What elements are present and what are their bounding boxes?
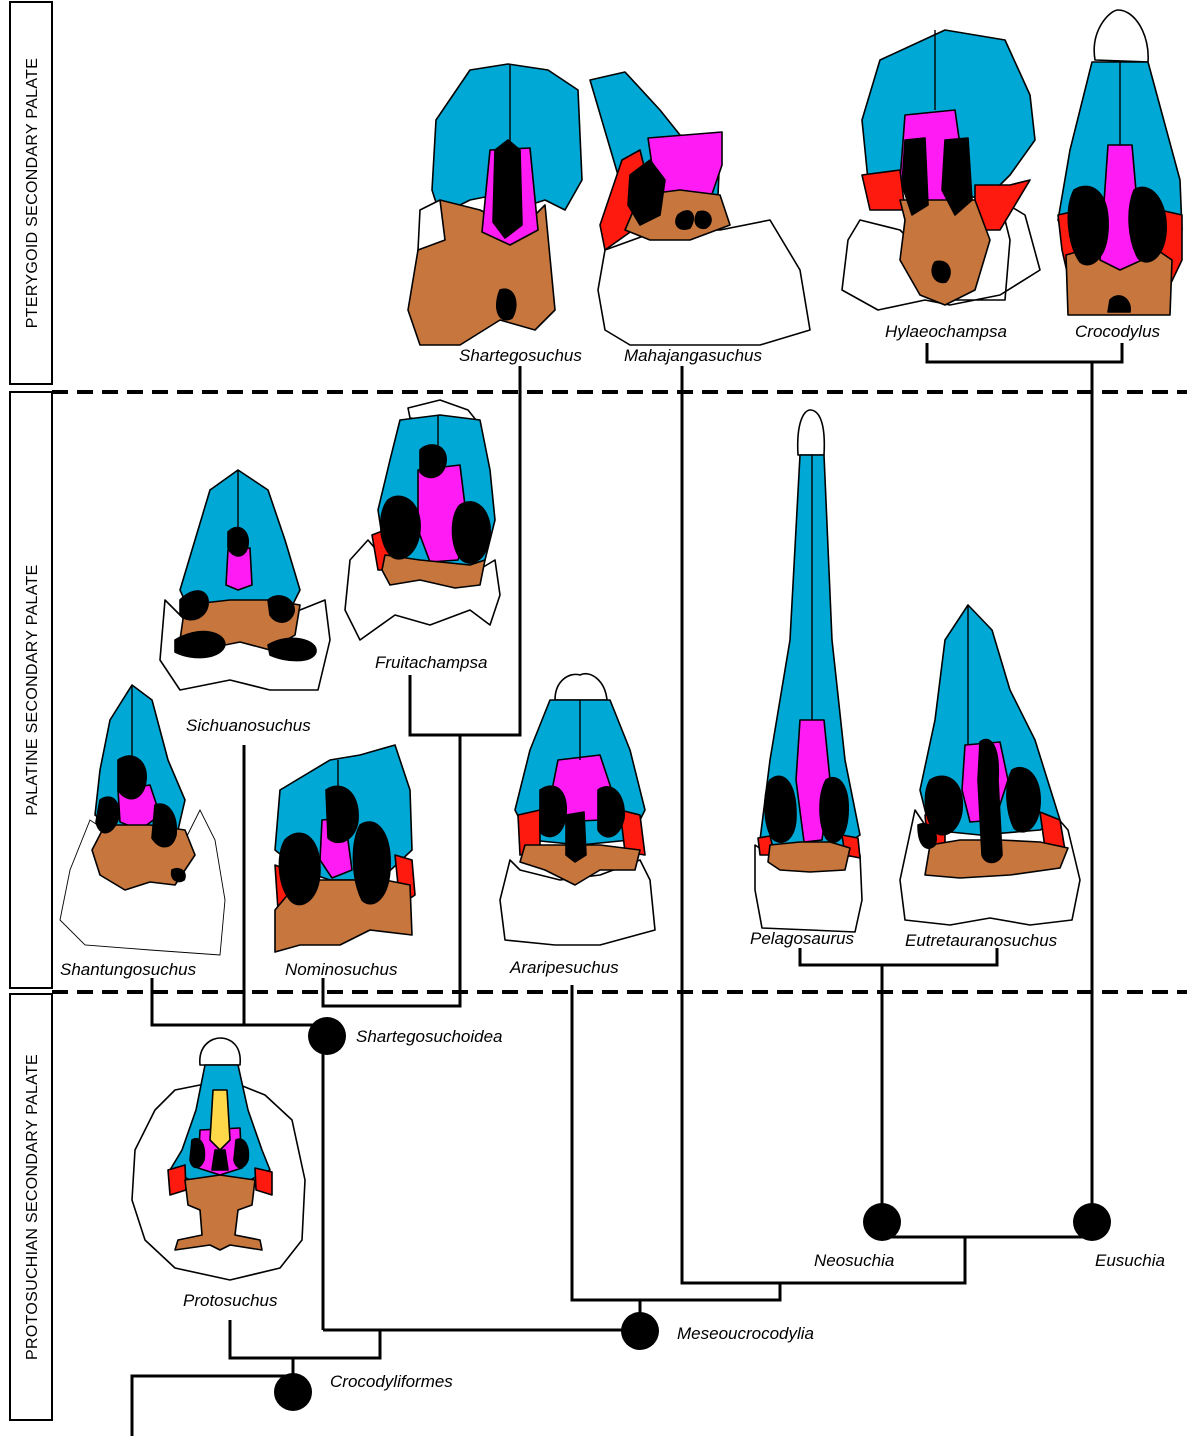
label-crocodyliformes: Crocodyliformes: [330, 1372, 453, 1391]
label-protosuchus: Protosuchus: [183, 1291, 278, 1310]
node-crocodyliformes: [274, 1373, 312, 1411]
skull-crocodylus: [1058, 10, 1182, 315]
skull-mahajangasuchus: [590, 72, 810, 345]
skull-shartegosuchus: [408, 64, 582, 345]
zone-label-protosuchian: PROTOSUCHIAN SECONDARY PALATE: [24, 1054, 41, 1360]
skull-eutretauranosuchus: [900, 605, 1080, 925]
label-fruitachampsa: Fruitachampsa: [375, 653, 487, 672]
zone-label-pterygoid: PTERYGOID SECONDARY PALATE: [24, 58, 41, 328]
branch-crocodyliformes-bracket: [230, 1320, 380, 1358]
branch-root-stem: [132, 1376, 293, 1436]
label-shartegosuchus: Shartegosuchus: [459, 346, 582, 365]
skull-araripesuchus: [500, 674, 655, 945]
skull-pelagosaurus: [755, 410, 862, 932]
node-neosuchia: [863, 1203, 901, 1241]
branch-shantungosuchus: [152, 978, 323, 1025]
skull-nominosuchus: [275, 745, 415, 952]
label-eusuchia: Eusuchia: [1095, 1251, 1165, 1270]
branch-araripesuchus: [572, 985, 780, 1300]
node-shartegosuchoidea: [308, 1017, 346, 1055]
label-nominosuchus: Nominosuchus: [285, 960, 398, 979]
skull-hylaeochampsa: [842, 30, 1040, 310]
label-shantungosuchus: Shantungosuchus: [60, 960, 197, 979]
label-crocodylus: Crocodylus: [1075, 322, 1161, 341]
clade-nodes: [274, 1017, 1111, 1411]
branch-pelago-eutret: [800, 948, 997, 965]
clade-labels: Shartegosuchoidea Neosuchia Eusuchia Mes…: [330, 1027, 1165, 1391]
skull-fruitachampsa: [345, 400, 500, 640]
label-meseoucrocodylia: Meseoucrocodylia: [677, 1324, 814, 1343]
skull-protosuchus: [132, 1038, 305, 1280]
label-araripesuchus: Araripesuchus: [509, 958, 619, 977]
skull-sichuanosuchus: [160, 470, 330, 690]
label-shartegosuchoidea: Shartegosuchoidea: [356, 1027, 503, 1046]
zone-boxes: PTERYGOID SECONDARY PALATE PALATINE SECO…: [10, 2, 52, 1420]
label-pelagosaurus: Pelagosaurus: [750, 929, 854, 948]
label-eutretauranosuchus: Eutretauranosuchus: [905, 931, 1058, 950]
label-mahajangasuchus: Mahajangasuchus: [624, 346, 762, 365]
node-eusuchia: [1073, 1203, 1111, 1241]
zone-label-palatine: PALATINE SECONDARY PALATE: [24, 564, 41, 815]
label-sichuanosuchus: Sichuanosuchus: [186, 716, 311, 735]
node-meseoucrocodylia: [621, 1312, 659, 1350]
label-hylaeochampsa: Hylaeochampsa: [885, 322, 1007, 341]
branch-hylaeo-croc: [927, 343, 1122, 362]
label-neosuchia: Neosuchia: [814, 1251, 894, 1270]
